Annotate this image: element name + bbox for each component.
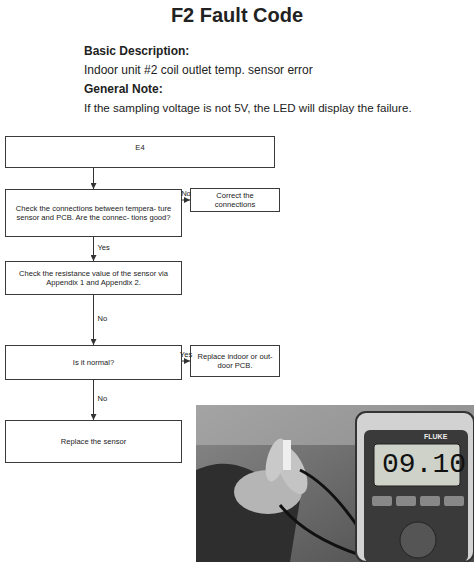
section-heading: General Note: <box>84 82 163 96</box>
box-text: Replace the sensor <box>61 437 126 447</box>
process-box: Is it normal? <box>5 345 182 380</box>
button <box>444 496 464 506</box>
lcd-reading: 09.10 <box>382 449 466 480</box>
probe-wire <box>280 505 360 555</box>
edge-label: No <box>98 394 108 403</box>
button <box>396 496 416 506</box>
flow-arrow <box>93 295 94 345</box>
section-heading: Basic Description: <box>84 44 189 58</box>
process-box: Correct the connections <box>190 188 280 212</box>
process-box: Check the connections between tempera- t… <box>5 189 182 237</box>
brand-text: FLUKE <box>424 433 447 440</box>
box-text: Correct the connections <box>197 191 273 210</box>
sensor <box>283 440 291 470</box>
multimeter-body <box>356 412 474 562</box>
process-box: E4 <box>5 136 275 168</box>
rotary-dial <box>400 522 436 558</box>
flow-arrow <box>93 380 94 420</box>
edge-label: No <box>181 189 191 198</box>
multimeter-face <box>364 430 468 562</box>
page-title: F2 Fault Code <box>0 4 474 27</box>
flow-arrow <box>182 200 190 201</box>
description-text: Indoor unit #2 coil outlet temp. sensor … <box>84 63 313 77</box>
flow-arrow <box>93 237 94 261</box>
note-text: If the sampling voltage is not 5V, the L… <box>84 101 412 114</box>
button <box>420 496 440 506</box>
edge-label: Yes <box>98 243 110 252</box>
box-text: Check the connections between tempera- t… <box>12 204 175 223</box>
process-box: Replace the sensor <box>5 420 182 463</box>
box-text: Replace indoor or out- door PCB. <box>197 352 273 371</box>
probe-wire <box>300 470 360 530</box>
button <box>372 496 392 506</box>
flow-arrow <box>182 361 190 362</box>
process-box: Check the resistance value of the sensor… <box>5 261 182 295</box>
edge-label: Yes <box>180 350 192 359</box>
box-text: Is it normal? <box>73 358 114 368</box>
flow-arrow <box>93 168 94 189</box>
box-text: E4 <box>135 143 144 153</box>
process-box: Replace indoor or out- door PCB. <box>190 345 280 377</box>
edge-label: No <box>98 314 108 323</box>
box-text: Check the resistance value of the sensor… <box>12 269 175 288</box>
photo-background <box>196 405 474 562</box>
finger <box>262 436 291 483</box>
